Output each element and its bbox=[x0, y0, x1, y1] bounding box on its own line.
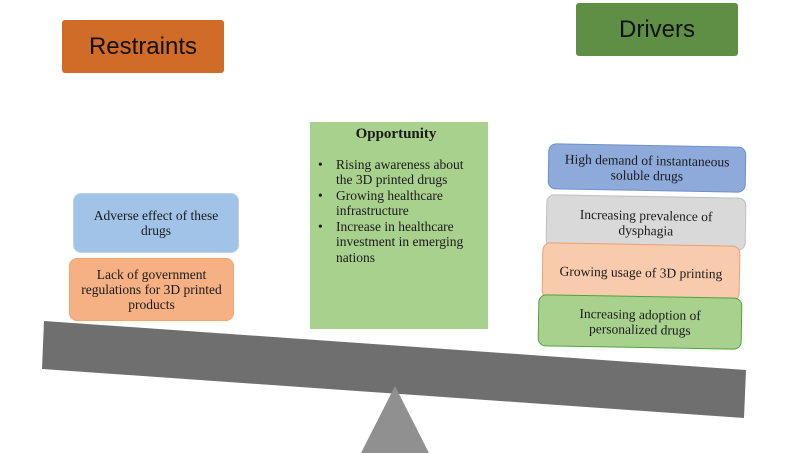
opportunity-item-text: Growing healthcare infrastructure bbox=[336, 187, 443, 219]
opportunity-item: • Growing healthcare infrastructure bbox=[318, 187, 478, 219]
restraint-card-lack-of-regulations: Lack of government regulations for 3D pr… bbox=[69, 258, 234, 321]
seesaw-beam bbox=[42, 321, 746, 418]
opportunity-item: • Increase in healthcare investment in e… bbox=[318, 218, 478, 266]
drivers-header: Drivers bbox=[576, 3, 738, 56]
driver-card-soluble-drugs: High demand of instantaneous soluble dru… bbox=[547, 143, 747, 193]
restraints-title: Restraints bbox=[88, 32, 198, 60]
driver-card-3d-printing: Growing usage of 3D printing bbox=[541, 242, 741, 302]
driver-card-label: Increasing adoption of personalized drug… bbox=[579, 305, 701, 338]
opportunity-title: Opportunity bbox=[355, 126, 437, 142]
restraint-card-label: Adverse effect of these drugs bbox=[93, 208, 219, 238]
restraint-card-adverse-effect: Adverse effect of these drugs bbox=[73, 193, 239, 253]
driver-card-label: Increasing prevalence of dysphagia bbox=[579, 206, 713, 238]
opportunity-item-text: Increase in healthcare investment in eme… bbox=[336, 218, 464, 265]
restraint-card-label: Lack of government regulations for 3D pr… bbox=[81, 267, 222, 312]
driver-card-personalized-drugs: Increasing adoption of personalized drug… bbox=[537, 294, 743, 350]
bullet-icon: • bbox=[318, 156, 323, 172]
bullet-icon: • bbox=[318, 218, 323, 234]
opportunity-box: Opportunity • Rising awareness about the… bbox=[310, 122, 488, 329]
opportunity-list: • Rising awareness about the 3D printed … bbox=[314, 157, 478, 266]
drivers-title: Drivers bbox=[619, 15, 695, 43]
opportunity-item: • Rising awareness about the 3D printed … bbox=[318, 156, 478, 188]
seesaw-fulcrum bbox=[361, 386, 429, 453]
driver-card-label: High demand of instantaneous soluble dru… bbox=[564, 151, 730, 184]
opportunity-item-text: Rising awareness about the 3D printed dr… bbox=[336, 156, 464, 188]
bullet-icon: • bbox=[318, 187, 323, 203]
driver-card-label: Growing usage of 3D printing bbox=[559, 263, 723, 281]
restraints-header: Restraints bbox=[62, 20, 224, 73]
